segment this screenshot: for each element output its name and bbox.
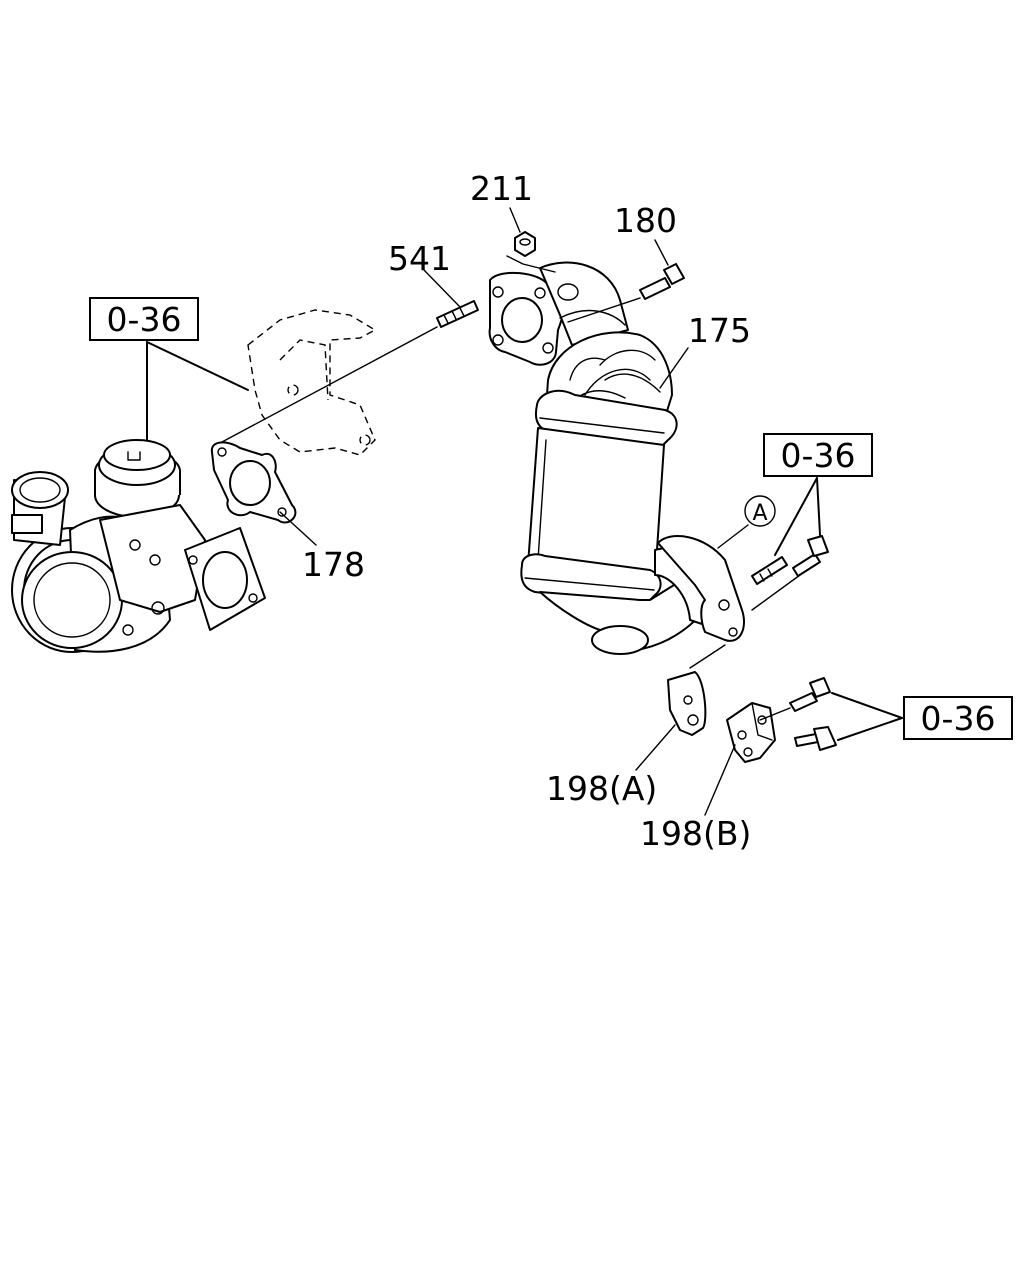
bracket-a-drawing bbox=[667, 671, 707, 736]
stud-drawing bbox=[436, 300, 479, 328]
gasket-drawing bbox=[210, 441, 297, 524]
callout-211: 211 bbox=[470, 169, 533, 208]
callout-198b: 198(B) bbox=[640, 814, 751, 853]
callout-541: 541 bbox=[388, 239, 451, 278]
ref-box-left-label: 0-36 bbox=[107, 300, 182, 339]
callout-198a: 198(A) bbox=[546, 769, 657, 808]
leader-lines bbox=[146, 207, 903, 816]
ref-box-right-lower[interactable]: 0-36 bbox=[903, 696, 1013, 740]
reference-a-circle: A bbox=[744, 495, 776, 527]
nut-drawing bbox=[514, 231, 536, 257]
ref-box-right-upper-label: 0-36 bbox=[781, 436, 856, 475]
ref-box-right-upper[interactable]: 0-36 bbox=[763, 433, 873, 477]
bolt-upper-drawing bbox=[639, 263, 685, 300]
callout-175: 175 bbox=[688, 311, 751, 350]
callout-180: 180 bbox=[614, 201, 677, 240]
bracket-bolts-drawing bbox=[789, 677, 837, 751]
catalytic-converter-drawing bbox=[488, 261, 745, 655]
turbocharger-drawing bbox=[11, 439, 266, 653]
ref-box-right-lower-label: 0-36 bbox=[921, 699, 996, 738]
ref-box-left[interactable]: 0-36 bbox=[89, 297, 199, 341]
bracket-b-drawing bbox=[726, 702, 776, 763]
callout-178: 178 bbox=[302, 545, 365, 584]
heat-shield-drawing bbox=[247, 309, 377, 456]
reference-a-label: A bbox=[752, 501, 767, 526]
outlet-fasteners-drawing bbox=[751, 535, 829, 585]
